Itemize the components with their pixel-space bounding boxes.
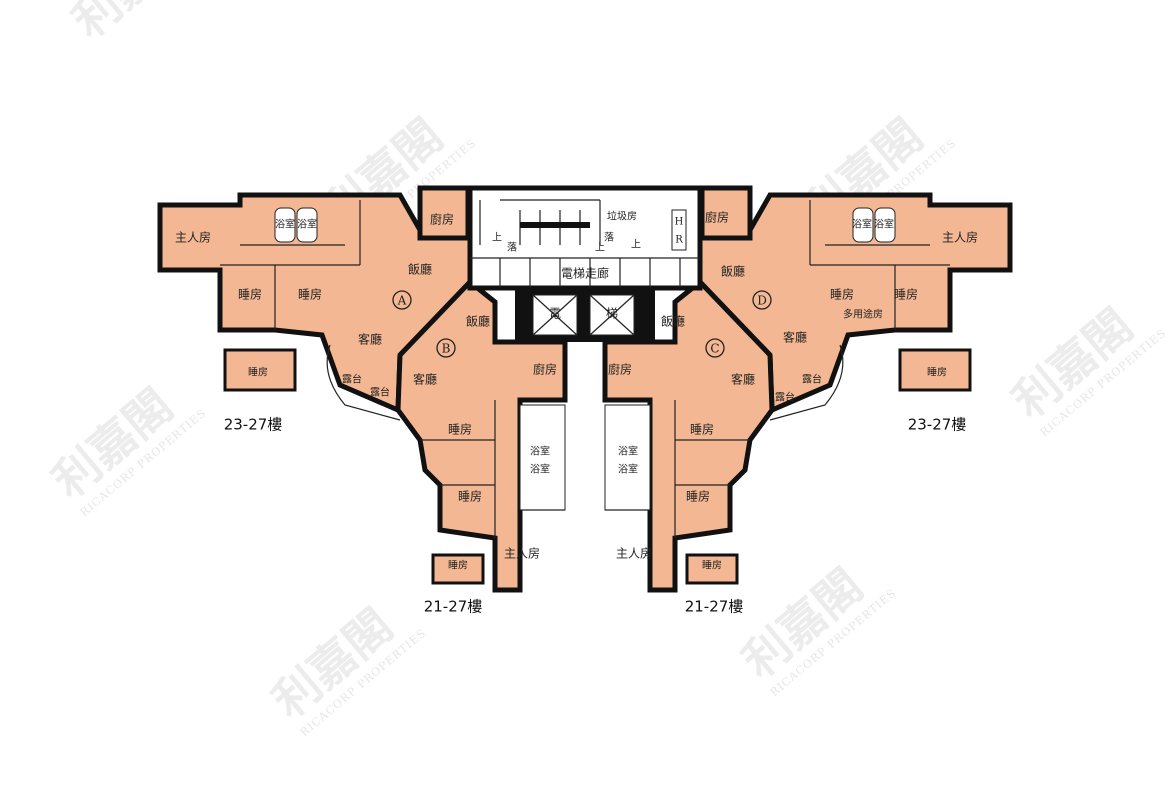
unit-b-marker: B — [442, 342, 451, 356]
room-label: 浴室 — [297, 218, 317, 231]
room-label: 睡房 — [830, 287, 854, 302]
stair-up-label: 上 — [631, 239, 641, 251]
room-label: 主人房 — [504, 546, 540, 561]
room-label: 睡房 — [458, 489, 482, 504]
hr-label-r: R — [675, 235, 683, 246]
room-label: 客廳 — [783, 330, 807, 345]
stair-down-label: 落 — [507, 242, 517, 254]
floor-range-label: 23-27樓 — [224, 416, 283, 434]
room-label: 露台 — [775, 391, 795, 404]
room-label: 露台 — [370, 386, 390, 399]
room-label: 廚房 — [533, 362, 557, 377]
floor-range-label: 21-27樓 — [685, 598, 744, 616]
stair-up-label: 上 — [492, 232, 502, 244]
right-wing — [602, 185, 1013, 593]
room-label: 廚房 — [705, 210, 729, 225]
room-label: 露台 — [802, 373, 822, 386]
unit-a-marker: A — [397, 294, 407, 308]
room-label: 浴室 — [618, 445, 638, 458]
room-label: 飯廳 — [466, 314, 490, 329]
stair-up-label: 上 — [595, 242, 605, 254]
refuse-room-label: 垃圾房 — [607, 210, 637, 223]
left-wing — [157, 185, 568, 593]
room-label: 多用途房 — [843, 308, 883, 321]
room-label: 主人房 — [616, 546, 652, 561]
lift-lobby-label: 電梯走廊 — [561, 266, 609, 281]
room-label: 浴室 — [618, 463, 638, 476]
room-label: 飯廳 — [661, 314, 685, 329]
floor-range-label: 23-27樓 — [908, 416, 967, 434]
room-label: 浴室 — [530, 445, 550, 458]
unit-d-marker: D — [757, 294, 767, 308]
room-label: 浴室 — [874, 218, 894, 231]
lift-label: 電 — [549, 307, 561, 321]
inset-room-label: 睡房 — [702, 559, 722, 572]
inset-b — [431, 553, 485, 585]
room-label: 浴室 — [275, 218, 295, 231]
room-label: 睡房 — [894, 287, 918, 302]
stair-down-label: 落 — [604, 232, 614, 244]
room-label: 主人房 — [942, 230, 978, 245]
inset-room-label: 睡房 — [448, 559, 468, 572]
room-label: 睡房 — [298, 287, 322, 302]
kitchen-d — [699, 185, 753, 241]
room-label: 客廳 — [413, 372, 437, 387]
inset-room-label: 睡房 — [927, 366, 947, 379]
unit-c-marker: C — [710, 342, 719, 356]
inset-a — [223, 348, 297, 392]
room-label: 客廳 — [731, 372, 755, 387]
core — [467, 185, 703, 342]
room-label: 睡房 — [686, 489, 710, 504]
room-label: 主人房 — [175, 230, 211, 245]
room-label: 浴室 — [530, 463, 550, 476]
room-label: 睡房 — [238, 287, 262, 302]
room-label: 睡房 — [448, 422, 472, 437]
room-label: 廚房 — [608, 362, 632, 377]
lift-label: 梯 — [606, 307, 618, 321]
room-label: 浴室 — [852, 218, 872, 231]
room-label: 睡房 — [690, 422, 714, 437]
inset-room-label: 睡房 — [248, 366, 268, 379]
floor-range-label: 21-27樓 — [424, 598, 483, 616]
room-label: 客廳 — [358, 332, 382, 347]
room-label: 露台 — [342, 373, 362, 386]
room-label: 飯廳 — [721, 264, 745, 279]
room-label: 廚房 — [430, 212, 454, 227]
hr-label-h: H — [675, 217, 684, 228]
watermark: 利嘉閣 — [62, 0, 202, 48]
room-label: 飯廳 — [408, 262, 432, 277]
